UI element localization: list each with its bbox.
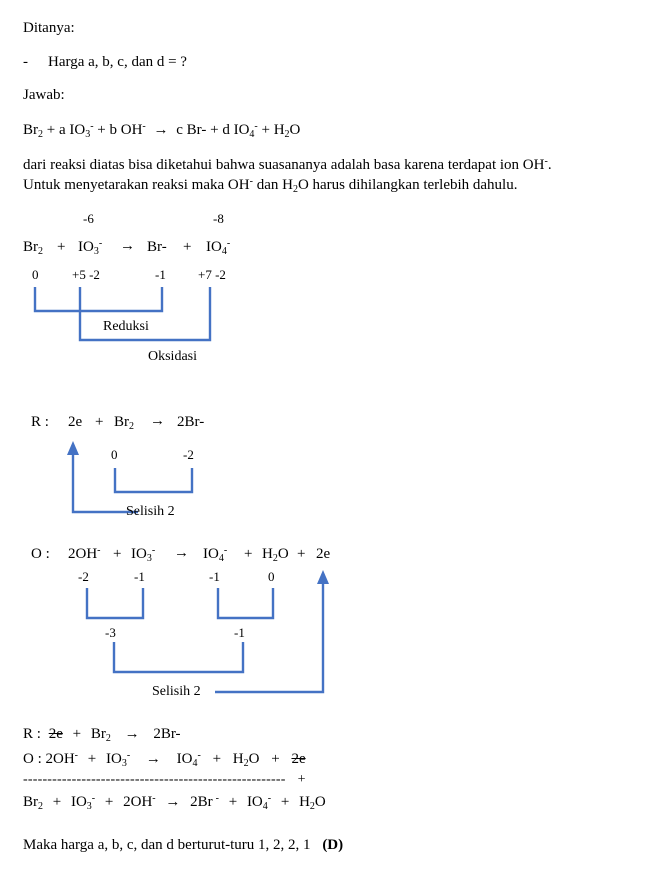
io4-formula: IO4- [206, 238, 231, 257]
ox-io3: +5 -2 [72, 267, 100, 282]
reduksi-label: Reduksi [103, 319, 149, 334]
plus-sign: + [57, 239, 66, 255]
oksidasi-label: Oksidasi [148, 349, 197, 364]
ox-io4: +7 -2 [198, 267, 226, 282]
half-o-io3: IO3- [131, 545, 156, 564]
arrowhead-r [67, 441, 79, 455]
half-o-ox-h2o: 0 [268, 569, 275, 584]
sum-bracket [112, 642, 245, 674]
dash-bullet: - [23, 54, 28, 70]
oksidasi-bracket [78, 287, 212, 342]
half-r-br2: Br2 [114, 414, 134, 432]
plus-sign: + [244, 546, 253, 562]
final-equation: Br2 + IO3- + 2OH- → 2Br- + IO4- + H2O [23, 793, 326, 812]
sum-r-line: R : 2e + Br2 → 2Br- [23, 726, 181, 744]
arrow-icon: → [165, 794, 181, 810]
arrow-icon: → [153, 122, 169, 138]
paragraph-line-1: dari reaksi diatas bisa diketahui bahwa … [23, 156, 552, 173]
half-o-ox-io3: -1 [134, 569, 145, 584]
answer: (D) [322, 837, 344, 853]
jawab-heading: Jawab: [23, 87, 65, 103]
arrow-icon: → [174, 545, 189, 561]
half-o-ox-oh: -2 [78, 569, 89, 584]
ox-brm: -1 [155, 267, 166, 282]
arrowhead-o [317, 570, 329, 584]
half-o-sum-left: -3 [105, 625, 116, 640]
io4-h2o-bracket [216, 588, 275, 620]
ditanya-heading: Ditanya: [23, 20, 75, 36]
half-o-ox-io4: -1 [209, 569, 220, 584]
sum-o-line: O : 2OH- + IO3- → IO4- + H2O + 2e [23, 750, 306, 769]
plus-sign: + [183, 239, 192, 255]
total-ox-right: -8 [213, 211, 224, 226]
half-r-product: 2Br- [177, 414, 205, 430]
half-o-oh: 2OH- [68, 545, 101, 562]
diagram1-equation: Br2 [23, 239, 43, 257]
selisih-r-arrow-line [71, 452, 138, 514]
br-minus: Br- [147, 239, 167, 255]
reduksi-bracket [33, 287, 164, 313]
arrow-icon: → [120, 238, 135, 254]
plus-sign: + [95, 414, 104, 430]
ox-br2: 0 [32, 267, 39, 282]
question-text: Harga a, b, c, dan d = ? [48, 54, 187, 70]
half-r-selisih: Selisih 2 [126, 504, 175, 519]
arrow-icon: → [145, 751, 161, 767]
selisih-r-bracket [113, 468, 194, 494]
selisih-o-arrow-line [215, 581, 325, 694]
half-o-io4: IO4- [203, 545, 228, 564]
half-r-ox-right: -2 [183, 447, 194, 462]
main-equation: Br2 + a IO3- + b OH- → c Br- + d IO4- + … [23, 121, 301, 140]
half-o-electrons: 2e [316, 546, 331, 562]
arrow-icon: → [150, 413, 165, 429]
paragraph-line-2: Untuk menyetarakan reaksi maka OH- dan H… [23, 176, 518, 195]
half-r-electrons: 2e [68, 414, 83, 430]
oh-io3-bracket [85, 588, 145, 620]
half-r-label: R : [31, 414, 49, 430]
half-o-selisih: Selisih 2 [152, 684, 201, 699]
half-r-ox-left: 0 [111, 447, 118, 462]
half-o-label: O : [31, 546, 50, 562]
plus-sign: + [113, 546, 122, 562]
arrow-icon: → [124, 726, 140, 742]
half-o-sum-right: -1 [234, 625, 245, 640]
plus-sign: + [297, 546, 306, 562]
total-ox-left: -6 [83, 211, 94, 226]
conclusion: Maka harga a, b, c, dan d berturut-turu … [23, 837, 344, 853]
half-o-h2o: H2O [262, 546, 289, 564]
sum-divider: ----------------------------------------… [23, 772, 306, 787]
io3-formula: IO3- [78, 238, 103, 257]
